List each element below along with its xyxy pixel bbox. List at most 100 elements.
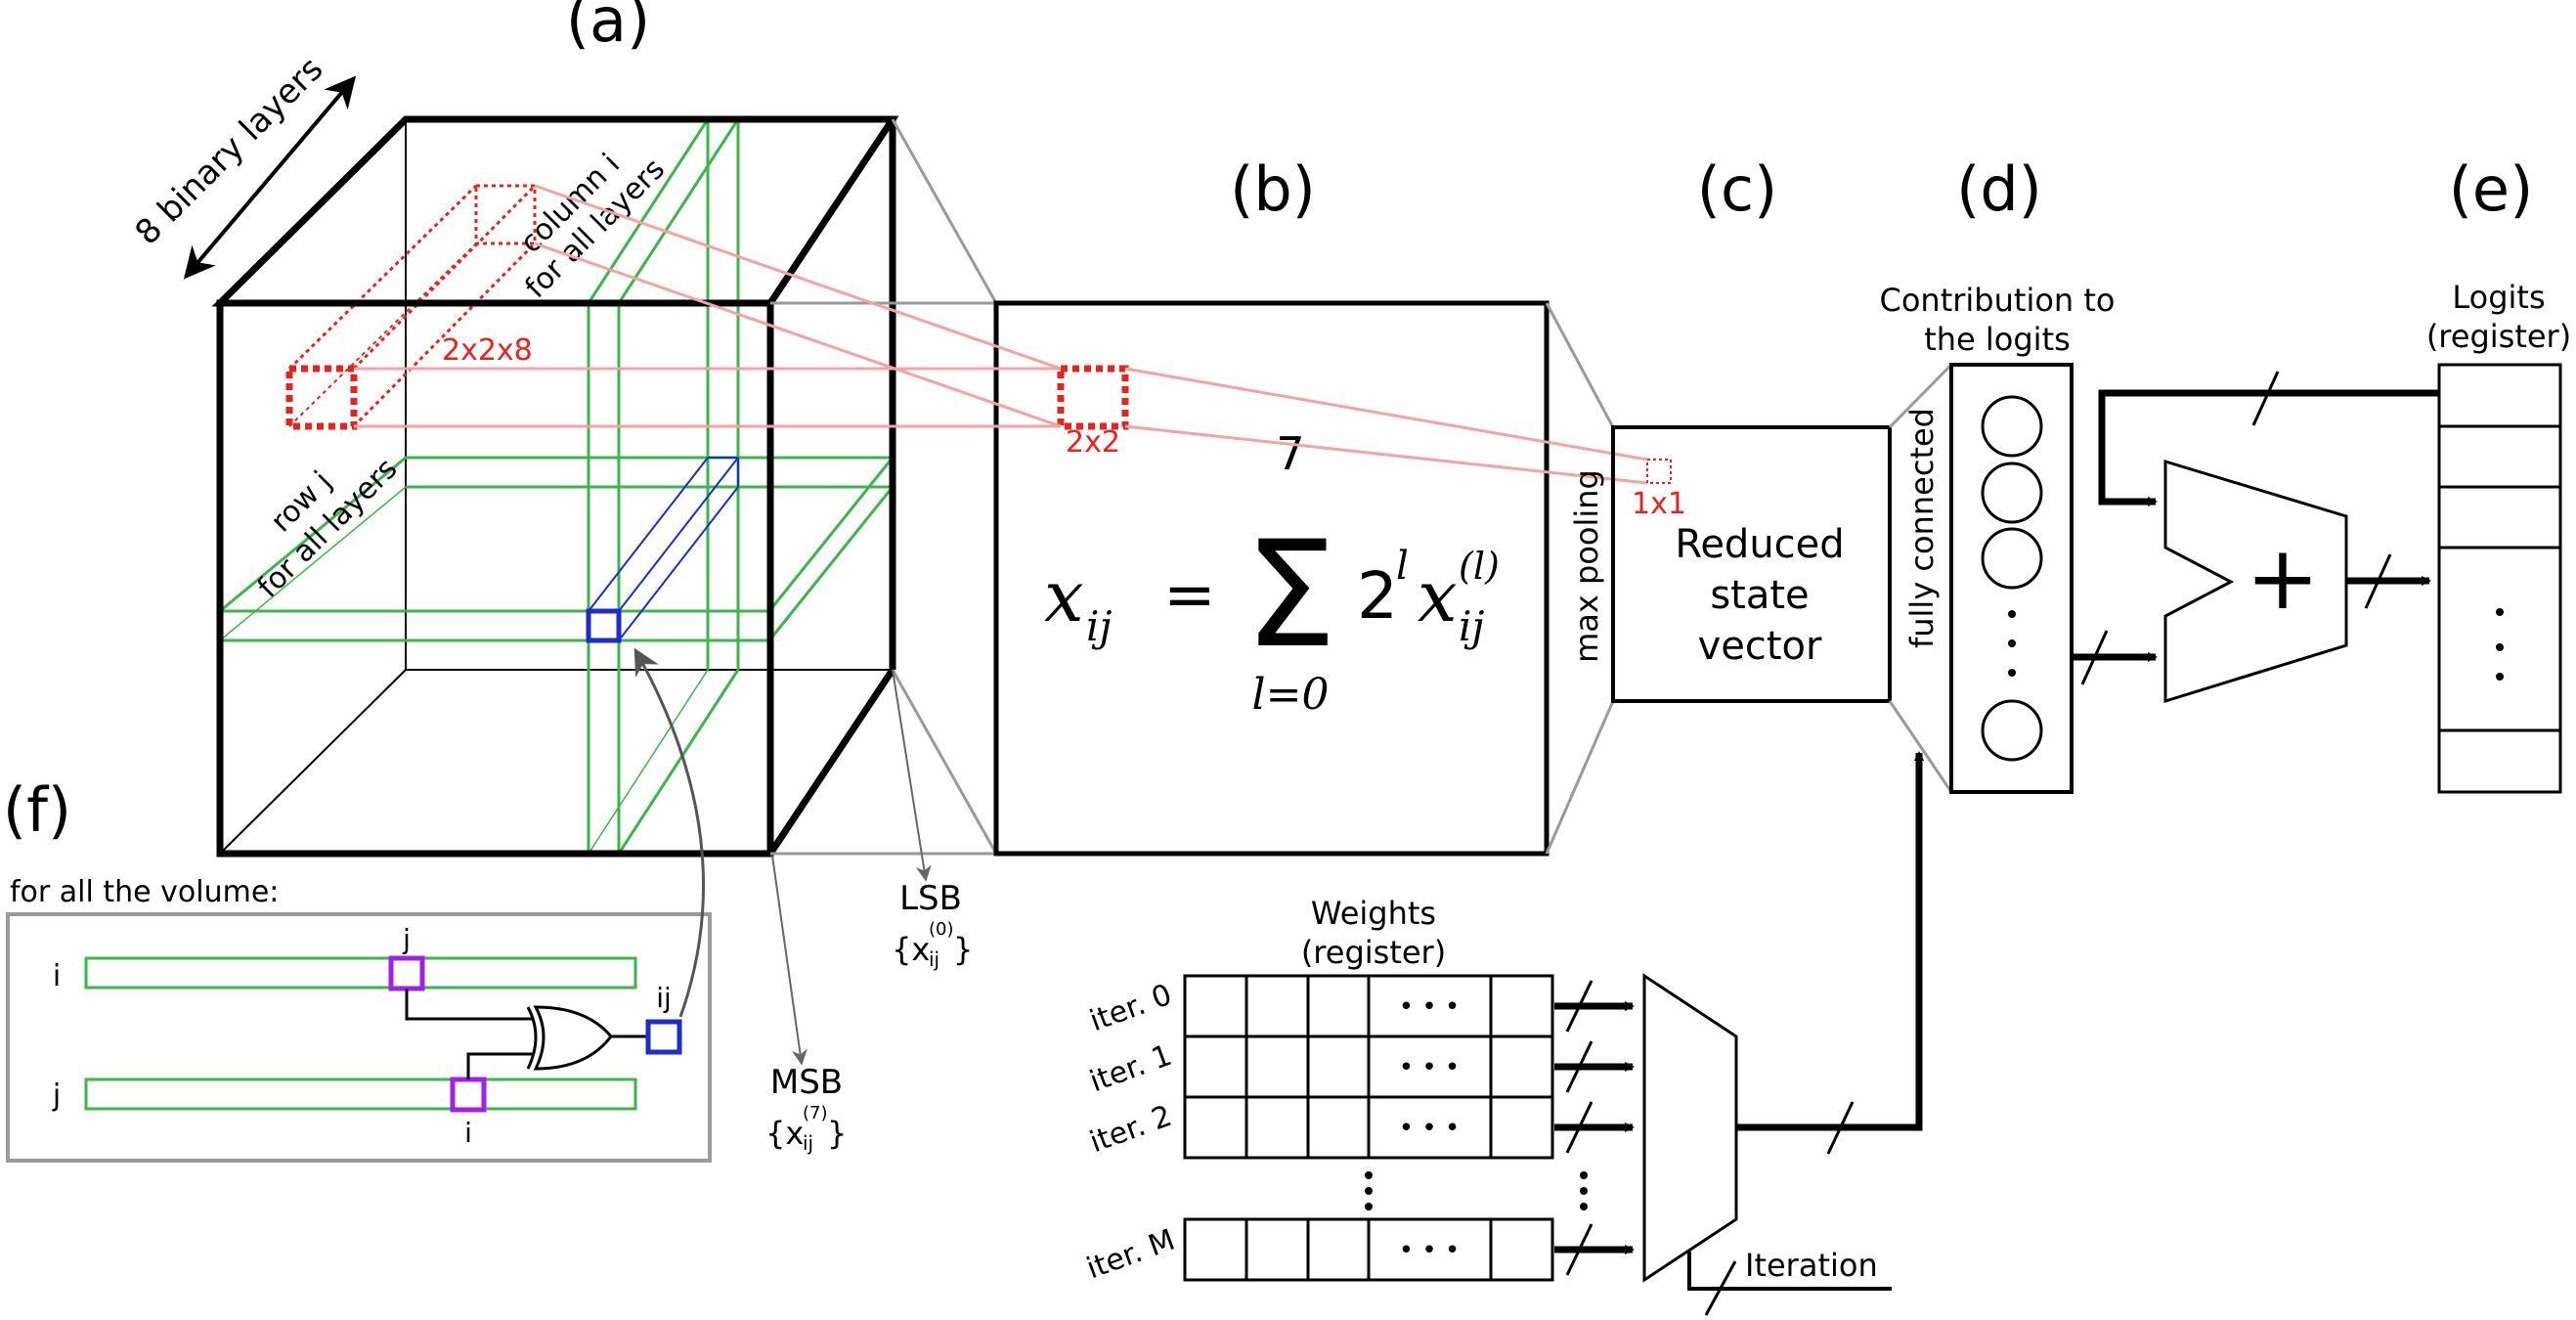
svg-text:{x: {x	[765, 1115, 804, 1152]
weights-vdots	[1365, 1171, 1588, 1210]
svg-text:(7): (7)	[803, 1103, 828, 1123]
msb-arrow	[771, 855, 808, 1066]
max-pooling-label: max pooling	[1568, 469, 1605, 663]
weights-table	[1183, 974, 1554, 1282]
svg-text:(l): (l)	[1459, 545, 1500, 588]
msb-label: MSB	[770, 1063, 843, 1102]
xor-row-j-bar	[84, 1078, 637, 1111]
logits-dots	[2496, 608, 2504, 681]
svg-text:x: x	[1418, 555, 1458, 638]
svg-text:Σ: Σ	[1244, 510, 1337, 681]
svg-text:ij: ij	[1459, 602, 1484, 650]
xor-to-cube-arrow	[633, 647, 706, 1018]
lsb-label: LSB	[899, 879, 962, 918]
weights-mux-arrows	[1554, 1001, 1635, 1254]
xor-row-j-label: j	[52, 1078, 61, 1113]
mux-to-fc-wire	[1736, 751, 1924, 1131]
formula-box	[993, 300, 1550, 857]
contribution-title-1: Contribution to	[1880, 282, 2116, 319]
svg-text:ij: ij	[929, 947, 939, 971]
svg-text:7: 7	[1276, 427, 1304, 480]
svg-text:ij: ij	[1086, 602, 1112, 650]
intersection-bar	[588, 457, 739, 641]
depth-arrow	[183, 75, 357, 280]
svg-text:}: }	[953, 931, 973, 968]
reduced-state-box	[1611, 425, 1892, 703]
svg-text:l=0: l=0	[1252, 670, 1330, 720]
svg-text:• • •: • • •	[1399, 992, 1461, 1022]
panel-label-e: (e)	[2449, 154, 2534, 225]
lsb-notation: {x (0) ij }	[892, 919, 973, 971]
svg-text:2: 2	[1357, 558, 1398, 634]
pool-block	[287, 184, 537, 428]
row-label-2: for all layers	[251, 452, 404, 604]
neuron	[1981, 462, 2043, 524]
panel-label-d: (d)	[1956, 154, 2042, 225]
svg-text:=: =	[1163, 559, 1216, 632]
svg-text:iter. M: iter. M	[1082, 1223, 1179, 1287]
panel-label-f: (f)	[3, 774, 71, 846]
adder-plus: +	[2246, 527, 2319, 630]
svg-text:• • •: • • •	[1399, 1114, 1461, 1143]
reduced-line-2: state	[1710, 573, 1809, 618]
xor-output-label: ij	[656, 982, 672, 1014]
pool-1x1-label: 1x1	[1632, 487, 1686, 521]
formula: x ij = 7 Σ l=0 2 l x (l) ij	[1044, 427, 1500, 720]
weights-title-2: (register)	[1301, 934, 1446, 971]
neuron	[1981, 395, 2043, 458]
logits-register	[2437, 363, 2562, 794]
svg-text:iter. 1: iter. 1	[1085, 1038, 1176, 1099]
pool-2x2-square	[1057, 365, 1129, 430]
panel-label-a: (a)	[566, 0, 650, 56]
fully-connected-label: fully connected	[1903, 408, 1941, 648]
weights-title-1: Weights	[1311, 895, 1436, 932]
projection-lines-c-d	[1888, 363, 1953, 793]
reduced-line-3: vector	[1698, 624, 1822, 669]
pool-1x1-square	[1646, 459, 1672, 484]
svg-text:• • •: • • •	[1399, 1053, 1461, 1082]
panel-label-b: (b)	[1230, 154, 1316, 225]
svg-text:ij: ij	[803, 1131, 813, 1155]
weights-cell-dots: • • • • • • • • • • • •	[1399, 992, 1461, 1265]
neuron-list	[1981, 395, 2043, 762]
pool-front-square	[285, 365, 358, 430]
lsb-arrow	[892, 669, 932, 882]
contribution-title-2: the logits	[1924, 321, 2071, 358]
reduced-line-1: Reduced	[1675, 522, 1844, 567]
intersection-cell	[586, 608, 622, 643]
xor-panel-title: for all the volume:	[10, 875, 279, 909]
svg-text:iter. 0: iter. 0	[1085, 978, 1176, 1038]
logits-title-2: (register)	[2426, 318, 2571, 355]
svg-text:{x: {x	[892, 931, 930, 968]
iteration-select-line	[1687, 1252, 1892, 1291]
logits-title-1: Logits	[2452, 279, 2545, 316]
projection-lines-a-b	[770, 118, 998, 856]
xor-cell-i	[450, 1077, 487, 1113]
msb-notation: {x (7) ij }	[765, 1103, 847, 1155]
xor-row-i-bar	[84, 956, 637, 990]
xor-output-cell	[645, 1019, 682, 1055]
iteration-label: Iteration	[1745, 1247, 1878, 1284]
contribution-box	[1949, 363, 2074, 794]
mapping-lines	[354, 184, 1648, 485]
neuron-dots	[2008, 610, 2016, 677]
weights-row-labels: iter. 0 iter. 1 iter. 2 iter. M	[1082, 978, 1179, 1287]
neuron	[1981, 699, 2043, 762]
svg-text:}: }	[827, 1115, 847, 1152]
neuron	[1981, 527, 2043, 590]
feedback-wire	[2098, 389, 2439, 506]
svg-text:l: l	[1396, 544, 1409, 589]
block-label: 2x2x8	[442, 333, 533, 368]
svg-text:• • •: • • •	[1399, 1236, 1461, 1265]
adder	[2163, 459, 2348, 704]
xor-gate	[526, 1005, 613, 1071]
svg-text:iter. 2: iter. 2	[1085, 1099, 1176, 1160]
svg-text:x: x	[1044, 555, 1084, 638]
xor-mark-j: j	[402, 923, 411, 955]
svg-text:(0): (0)	[929, 919, 954, 940]
binary-cube: 8 binary layers column i for all layers …	[128, 50, 899, 858]
pool-2x2-label: 2x2	[1066, 425, 1120, 460]
xor-mark-i: i	[464, 1117, 472, 1149]
projection-lines-b-c	[1545, 302, 1615, 855]
